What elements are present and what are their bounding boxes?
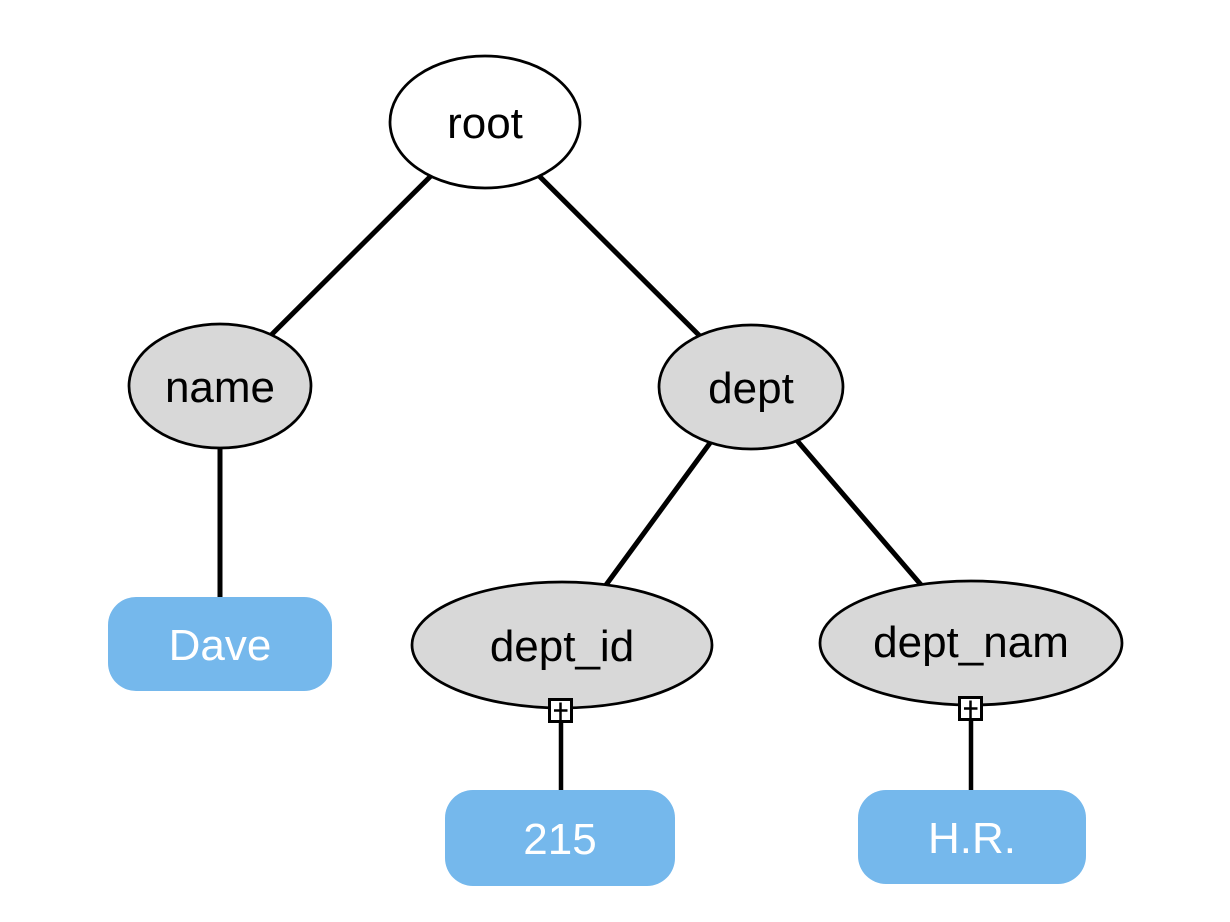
215-value-label: 215 <box>523 815 596 864</box>
root-ellipse <box>388 54 582 190</box>
node-dept: dept <box>657 323 845 451</box>
node-dept-nam: dept_nam <box>818 579 1124 707</box>
plus-expander-icon-dept-id[interactable] <box>548 698 573 725</box>
dept-nam-label: dept_nam <box>873 618 1069 667</box>
hr-value-box <box>858 790 1086 884</box>
215-value-box <box>445 790 675 886</box>
dept-id-label: dept_id <box>490 622 634 671</box>
dave-value-label: Dave <box>169 621 272 670</box>
dave-value-box <box>108 597 332 691</box>
name-ellipse <box>127 322 313 450</box>
node-dept-id: dept_id <box>410 580 714 710</box>
value-node-dave: Dave <box>108 597 332 691</box>
value-node-hr: H.R. <box>858 790 1086 884</box>
hr-value-label: H.R. <box>928 814 1016 863</box>
dept-ellipse <box>657 323 845 451</box>
value-node-215: 215 <box>445 790 675 886</box>
dept-label: dept <box>708 364 794 413</box>
root-label: root <box>447 99 523 148</box>
node-root: root <box>388 54 582 190</box>
node-name: name <box>127 322 313 450</box>
plus-expander-icon-dept-nam[interactable] <box>958 696 983 723</box>
name-label: name <box>165 363 275 412</box>
